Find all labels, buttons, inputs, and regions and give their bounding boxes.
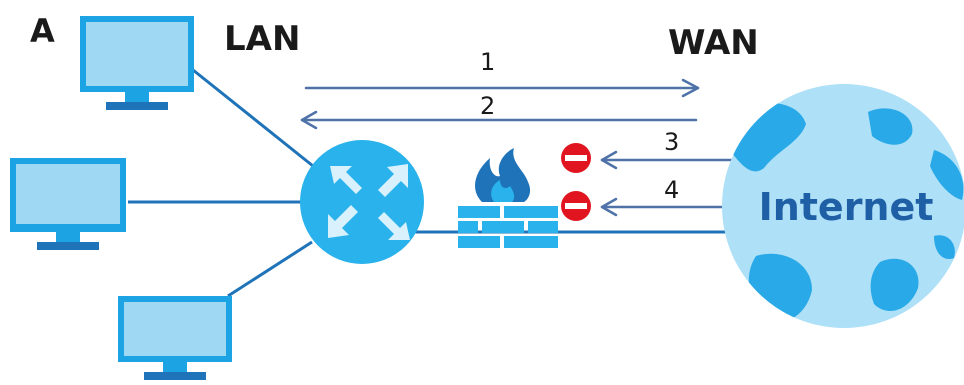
block-icon bbox=[561, 191, 591, 221]
link-monitor-bottom bbox=[228, 242, 312, 296]
monitor-icon bbox=[118, 296, 232, 380]
monitor-icon bbox=[10, 158, 126, 250]
lan-label: LAN bbox=[224, 19, 300, 59]
arrow-label-3: 3 bbox=[664, 128, 679, 156]
wan-label: WAN bbox=[668, 23, 759, 63]
firewall-icon bbox=[458, 148, 558, 248]
connection-lines bbox=[128, 70, 728, 296]
block-icon bbox=[561, 143, 591, 173]
arrow-label-1: 1 bbox=[480, 48, 495, 76]
panel-label: A bbox=[30, 12, 55, 50]
router-icon bbox=[300, 140, 424, 264]
link-monitor-top bbox=[193, 70, 318, 170]
arrow-label-4: 4 bbox=[664, 176, 679, 204]
arrow-1 bbox=[306, 80, 698, 96]
monitor-icon bbox=[80, 16, 194, 110]
arrow-2 bbox=[302, 112, 696, 128]
arrow-label-2: 2 bbox=[480, 92, 495, 120]
internet-label: Internet bbox=[759, 185, 934, 229]
